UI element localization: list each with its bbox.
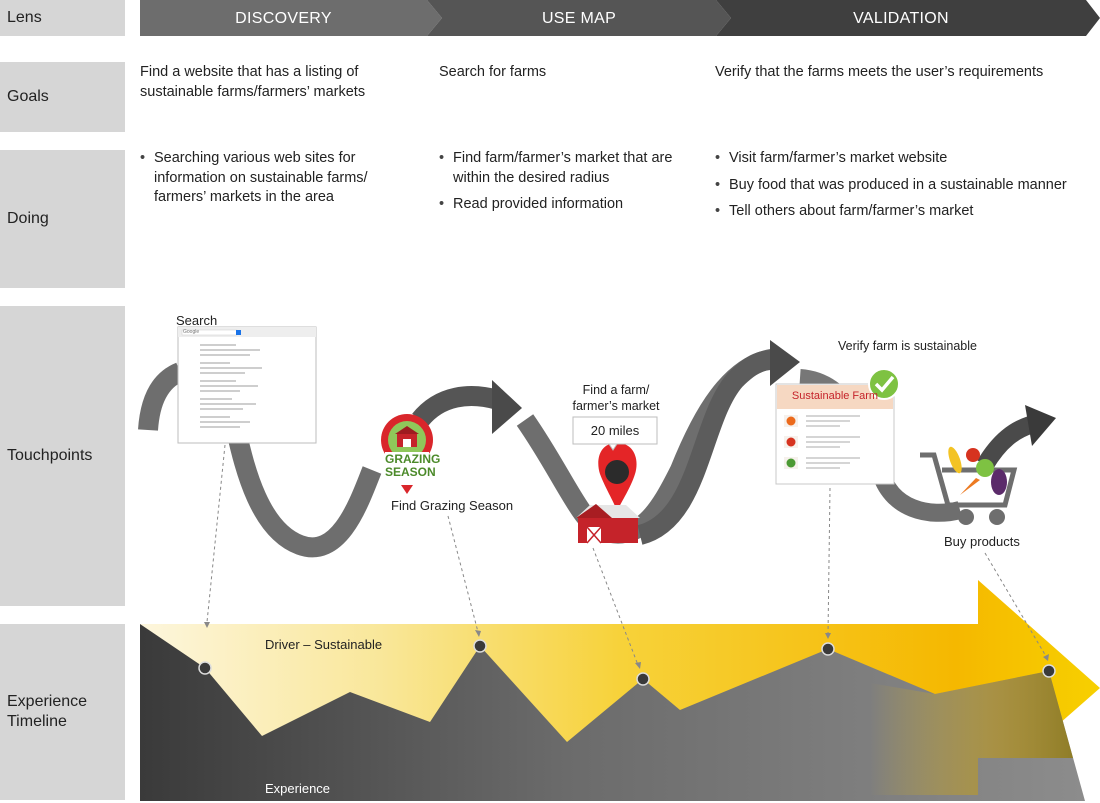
connector-grazing [447,515,479,633]
shopping-cart-icon [920,446,1018,525]
barn-icon [576,504,640,544]
doing-item: Read provided information [439,195,699,215]
search-logo-text: Google [183,329,200,335]
connector-buy [984,552,1048,659]
grazing-logo-line1: GRAZING [385,452,441,466]
goal-use-map: Search for farms [439,62,699,82]
row-label-lens: Lens [0,0,125,36]
experience-label: Experience [265,781,331,796]
experience-point-farm [636,672,650,686]
goal-discovery-line1: Find a website that has a listing of [140,64,359,80]
phase-chevron-discovery [140,0,442,36]
goal-validation: Verify that the farms meets the user’s r… [715,62,1095,82]
row-label-experience-timeline: Experience Timeline [0,624,125,800]
doing-item: Buy food that was produced in a sustaina… [715,176,1095,196]
phase-use-map: USE MAP [541,10,617,27]
doing-list-discovery: Searching various web sites for informat… [140,149,390,215]
touchpoint-find-grazing-label: Find Grazing Season [391,498,514,513]
location-pin-icon [598,443,637,512]
row-label-touchpoints: Touchpoints [0,306,125,606]
experience-timeline-label-line1: Experience [7,693,88,710]
find-farm-line1: Find a farm/ [582,383,650,397]
journey-arrow-2 [770,340,800,386]
driver-label: Driver – Sustainable [265,637,383,652]
doing-label: Doing [7,210,49,227]
radius-text: 20 miles [590,423,640,438]
journey-path-segment-a [412,386,501,427]
connector-search [206,444,226,623]
doing-item: Tell others about farm/farmer’s market [715,202,1095,222]
doing-item: Visit farm/farmer’s market website [715,149,1095,169]
connector-farm [592,547,639,666]
grazing-season-logo [381,414,433,494]
experience-point-grazing [473,639,487,653]
sustainable-farm-card [775,383,895,485]
experience-point-search [198,661,212,675]
search-screen-icon [177,326,317,444]
goals-label: Goals [7,88,49,105]
touchpoint-find-farm-label: Find a farm/ farmer’s market [570,382,662,414]
phase-chevron-validation [716,0,1100,36]
goal-use-map-line1: Search for farms [439,64,547,80]
experience-timeline-label-line2: Timeline [7,713,67,730]
touchpoints-label: Touchpoints [7,447,93,464]
journey-arrow-1 [492,380,522,434]
row-label-goals: Goals [0,62,125,132]
touchpoint-buy-label: Buy products [944,534,1020,549]
goal-discovery-line2: sustainable farms/farmers’ markets [140,84,366,100]
doing-item: Find farm/farmer’s market that are withi… [439,149,699,188]
touchpoint-search-label: Search [176,313,218,328]
journey-arrow-3 [1025,405,1056,446]
radius-box [572,416,658,445]
touchpoint-verify-label: Verify farm is sustainable [838,339,977,353]
goal-validation-line1: Verify that the farms meets the user’s r… [715,64,1044,80]
connector-verify [827,487,831,636]
sustainable-farm-title: Sustainable Farm [791,390,879,402]
phase-validation: VALIDATION [853,10,949,27]
grazing-logo-line2: SEASON [385,465,436,479]
experience-area [140,624,1085,801]
doing-list-validation: Visit farm/farmer’s market website Buy f… [715,149,1095,229]
journey-path-segment-e [977,416,1034,470]
experience-point-verify [821,642,835,656]
experience-fade-overlay [870,671,1073,795]
doing-list-use-map: Find farm/farmer’s market that are withi… [439,149,699,222]
check-icon [868,368,900,400]
phase-discovery: DISCOVERY [235,10,332,27]
find-farm-line2: farmer’s market [572,399,660,413]
journey-path-segment-b [636,350,773,545]
lens-label: Lens [7,9,42,26]
doing-item: Searching various web sites for informat… [140,149,390,208]
grazing-logo-text: GRAZING SEASON [385,452,441,479]
row-label-doing: Doing [0,150,125,288]
phase-chevron-use-map [427,0,731,36]
experience-point-buy [1042,664,1056,678]
goal-discovery: Find a website that has a listing of sus… [140,62,430,102]
